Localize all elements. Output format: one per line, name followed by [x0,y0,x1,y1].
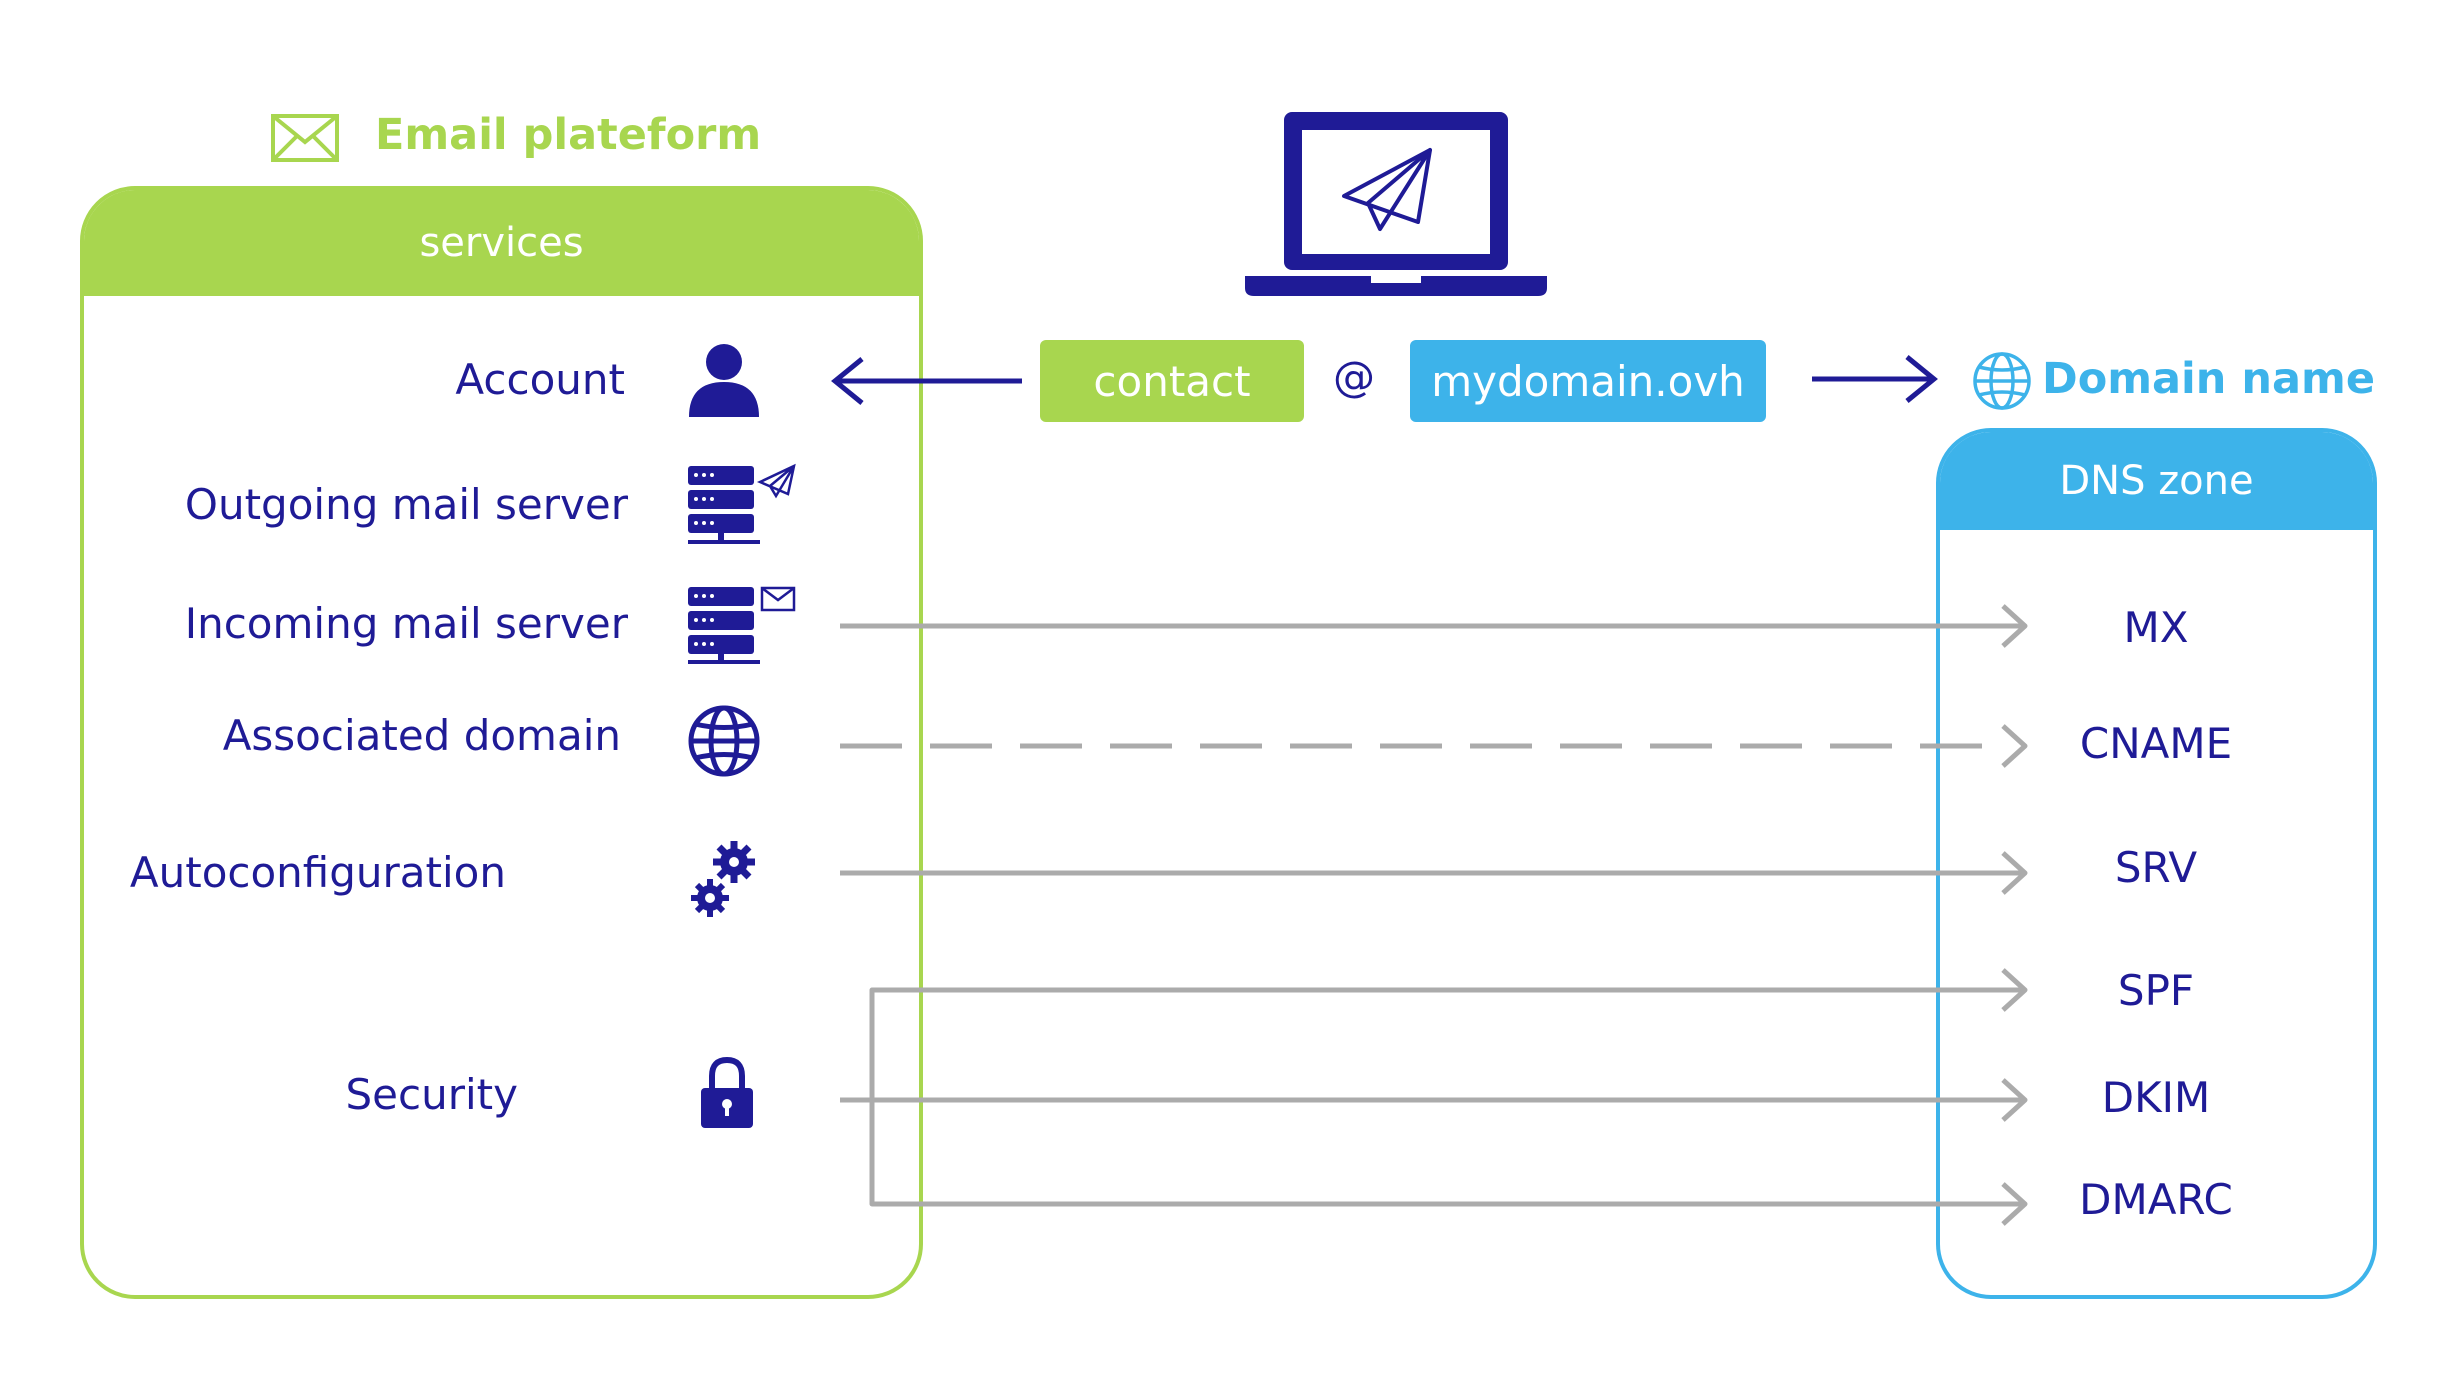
service-autoconfiguration: Autoconfiguration [129,848,506,897]
domain-name-title: Domain name [2042,354,2375,404]
envelope-icon [271,114,339,162]
dns-record-dmarc: DMARC [2079,1175,2233,1224]
laptop-icon [1245,112,1547,296]
arrow-to-domain [1812,355,1938,403]
email-platform-panel: services [80,186,923,1299]
dns-record-cname: CNAME [2079,719,2233,768]
server-send-icon [688,463,796,544]
service-outgoing-mail-server: Outgoing mail server [184,480,628,529]
associated-domain-globe-icon [688,705,760,777]
paper-plane-icon [1342,148,1432,231]
connector-dmarc [869,1100,2028,1226]
service-security: Security [345,1070,518,1119]
dns-record-spf: SPF [2117,966,2195,1015]
arrow-to-account [831,357,1022,405]
dns-record-srv: SRV [2114,843,2198,892]
padlock-icon [701,1056,753,1128]
mydomain-chip: mydomain.ovh [1410,340,1766,422]
dns-record-mx: MX [2123,603,2189,652]
dns-zone-header: DNS zone [1940,432,2373,530]
gears-icon [691,841,755,917]
server-mail-icon [688,586,796,664]
at-sign: @ [1333,352,1375,401]
connector-mx [840,604,2028,648]
connector-cname [840,724,2028,768]
service-account: Account [455,355,625,404]
service-incoming-mail-server: Incoming mail server [184,599,628,648]
globe-icon [1973,352,2031,410]
user-icon [689,344,759,417]
connector-dkim [840,1078,2028,1122]
email-platform-title: Email plateform [375,110,762,160]
services-header: services [84,190,919,296]
dns-record-dkim: DKIM [2101,1073,2211,1122]
connector-spf [869,968,2028,1204]
service-associated-domain: Associated domain [222,711,621,760]
connector-srv [840,851,2028,895]
contact-chip: contact [1040,340,1304,422]
dns-zone-panel: DNS zone [1936,428,2377,1299]
